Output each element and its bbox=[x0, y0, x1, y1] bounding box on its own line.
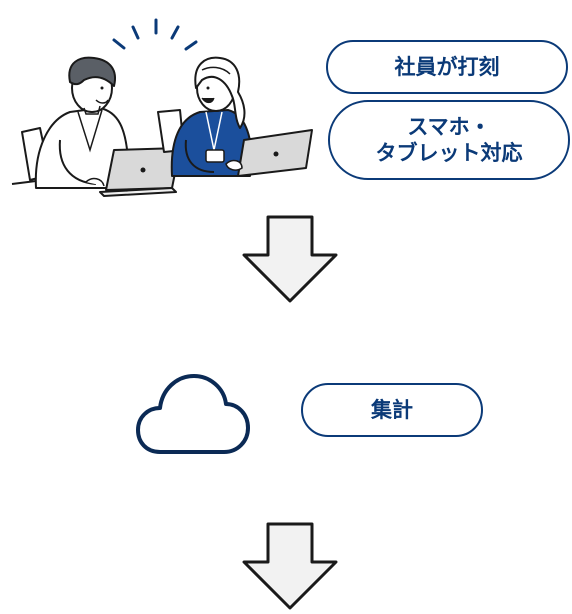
step-aggregation-label: 集計 bbox=[371, 398, 413, 422]
step-employee-clock-in: 社員が打刻 bbox=[326, 40, 568, 94]
people-with-laptops-icon bbox=[11, 18, 313, 197]
down-arrow-icon bbox=[242, 215, 338, 303]
sparkle-lines bbox=[112, 18, 198, 51]
step-mobile-support-line-2: タブレット対応 bbox=[375, 141, 523, 165]
step-mobile-support: スマホ・ タブレット対応 bbox=[328, 100, 570, 180]
down-arrow-icon bbox=[242, 522, 338, 610]
step-aggregation: 集計 bbox=[301, 383, 483, 437]
cloud-icon bbox=[136, 374, 250, 454]
step-employee-clock-in-label: 社員が打刻 bbox=[394, 55, 500, 79]
step-mobile-support-line-1: スマホ・ bbox=[407, 115, 491, 139]
